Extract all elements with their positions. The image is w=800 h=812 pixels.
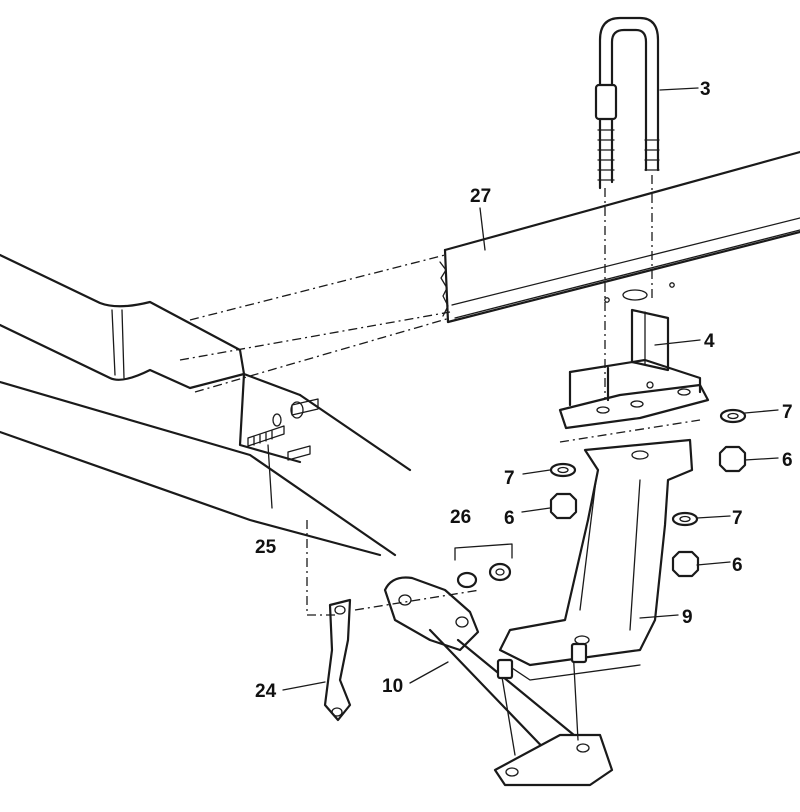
callout-4: 4 xyxy=(704,331,715,352)
washers-and-nuts xyxy=(549,408,747,578)
callout-7-right: 7 xyxy=(732,508,743,529)
radius-arm-10 xyxy=(383,576,614,787)
callout-7-right-top: 7 xyxy=(782,402,793,423)
crossmember-left xyxy=(0,253,412,557)
callout-6-right: 6 xyxy=(732,555,743,576)
link-24 xyxy=(306,520,481,722)
spacers-26 xyxy=(454,543,513,589)
leader-lines xyxy=(282,87,779,691)
callout-26: 26 xyxy=(450,507,471,528)
callout-25: 25 xyxy=(255,537,277,558)
callout-7-left: 7 xyxy=(504,468,515,489)
callout-24: 24 xyxy=(255,681,277,702)
axle-bracket-9 xyxy=(498,438,694,681)
callout-9: 9 xyxy=(682,607,693,628)
callout-27: 27 xyxy=(470,186,491,207)
callout-3: 3 xyxy=(700,79,711,100)
callout-10: 10 xyxy=(382,676,403,697)
callout-6-right-top: 6 xyxy=(782,450,793,471)
u-bolt-3 xyxy=(594,16,660,400)
callout-labels: 3 4 27 7 6 7 6 7 6 9 10 24 25 26 xyxy=(255,79,793,702)
frame-rail-27 xyxy=(179,150,800,393)
bolts-25 xyxy=(247,398,319,509)
callout-6-left: 6 xyxy=(504,508,515,529)
spring-seat-4 xyxy=(558,308,710,443)
